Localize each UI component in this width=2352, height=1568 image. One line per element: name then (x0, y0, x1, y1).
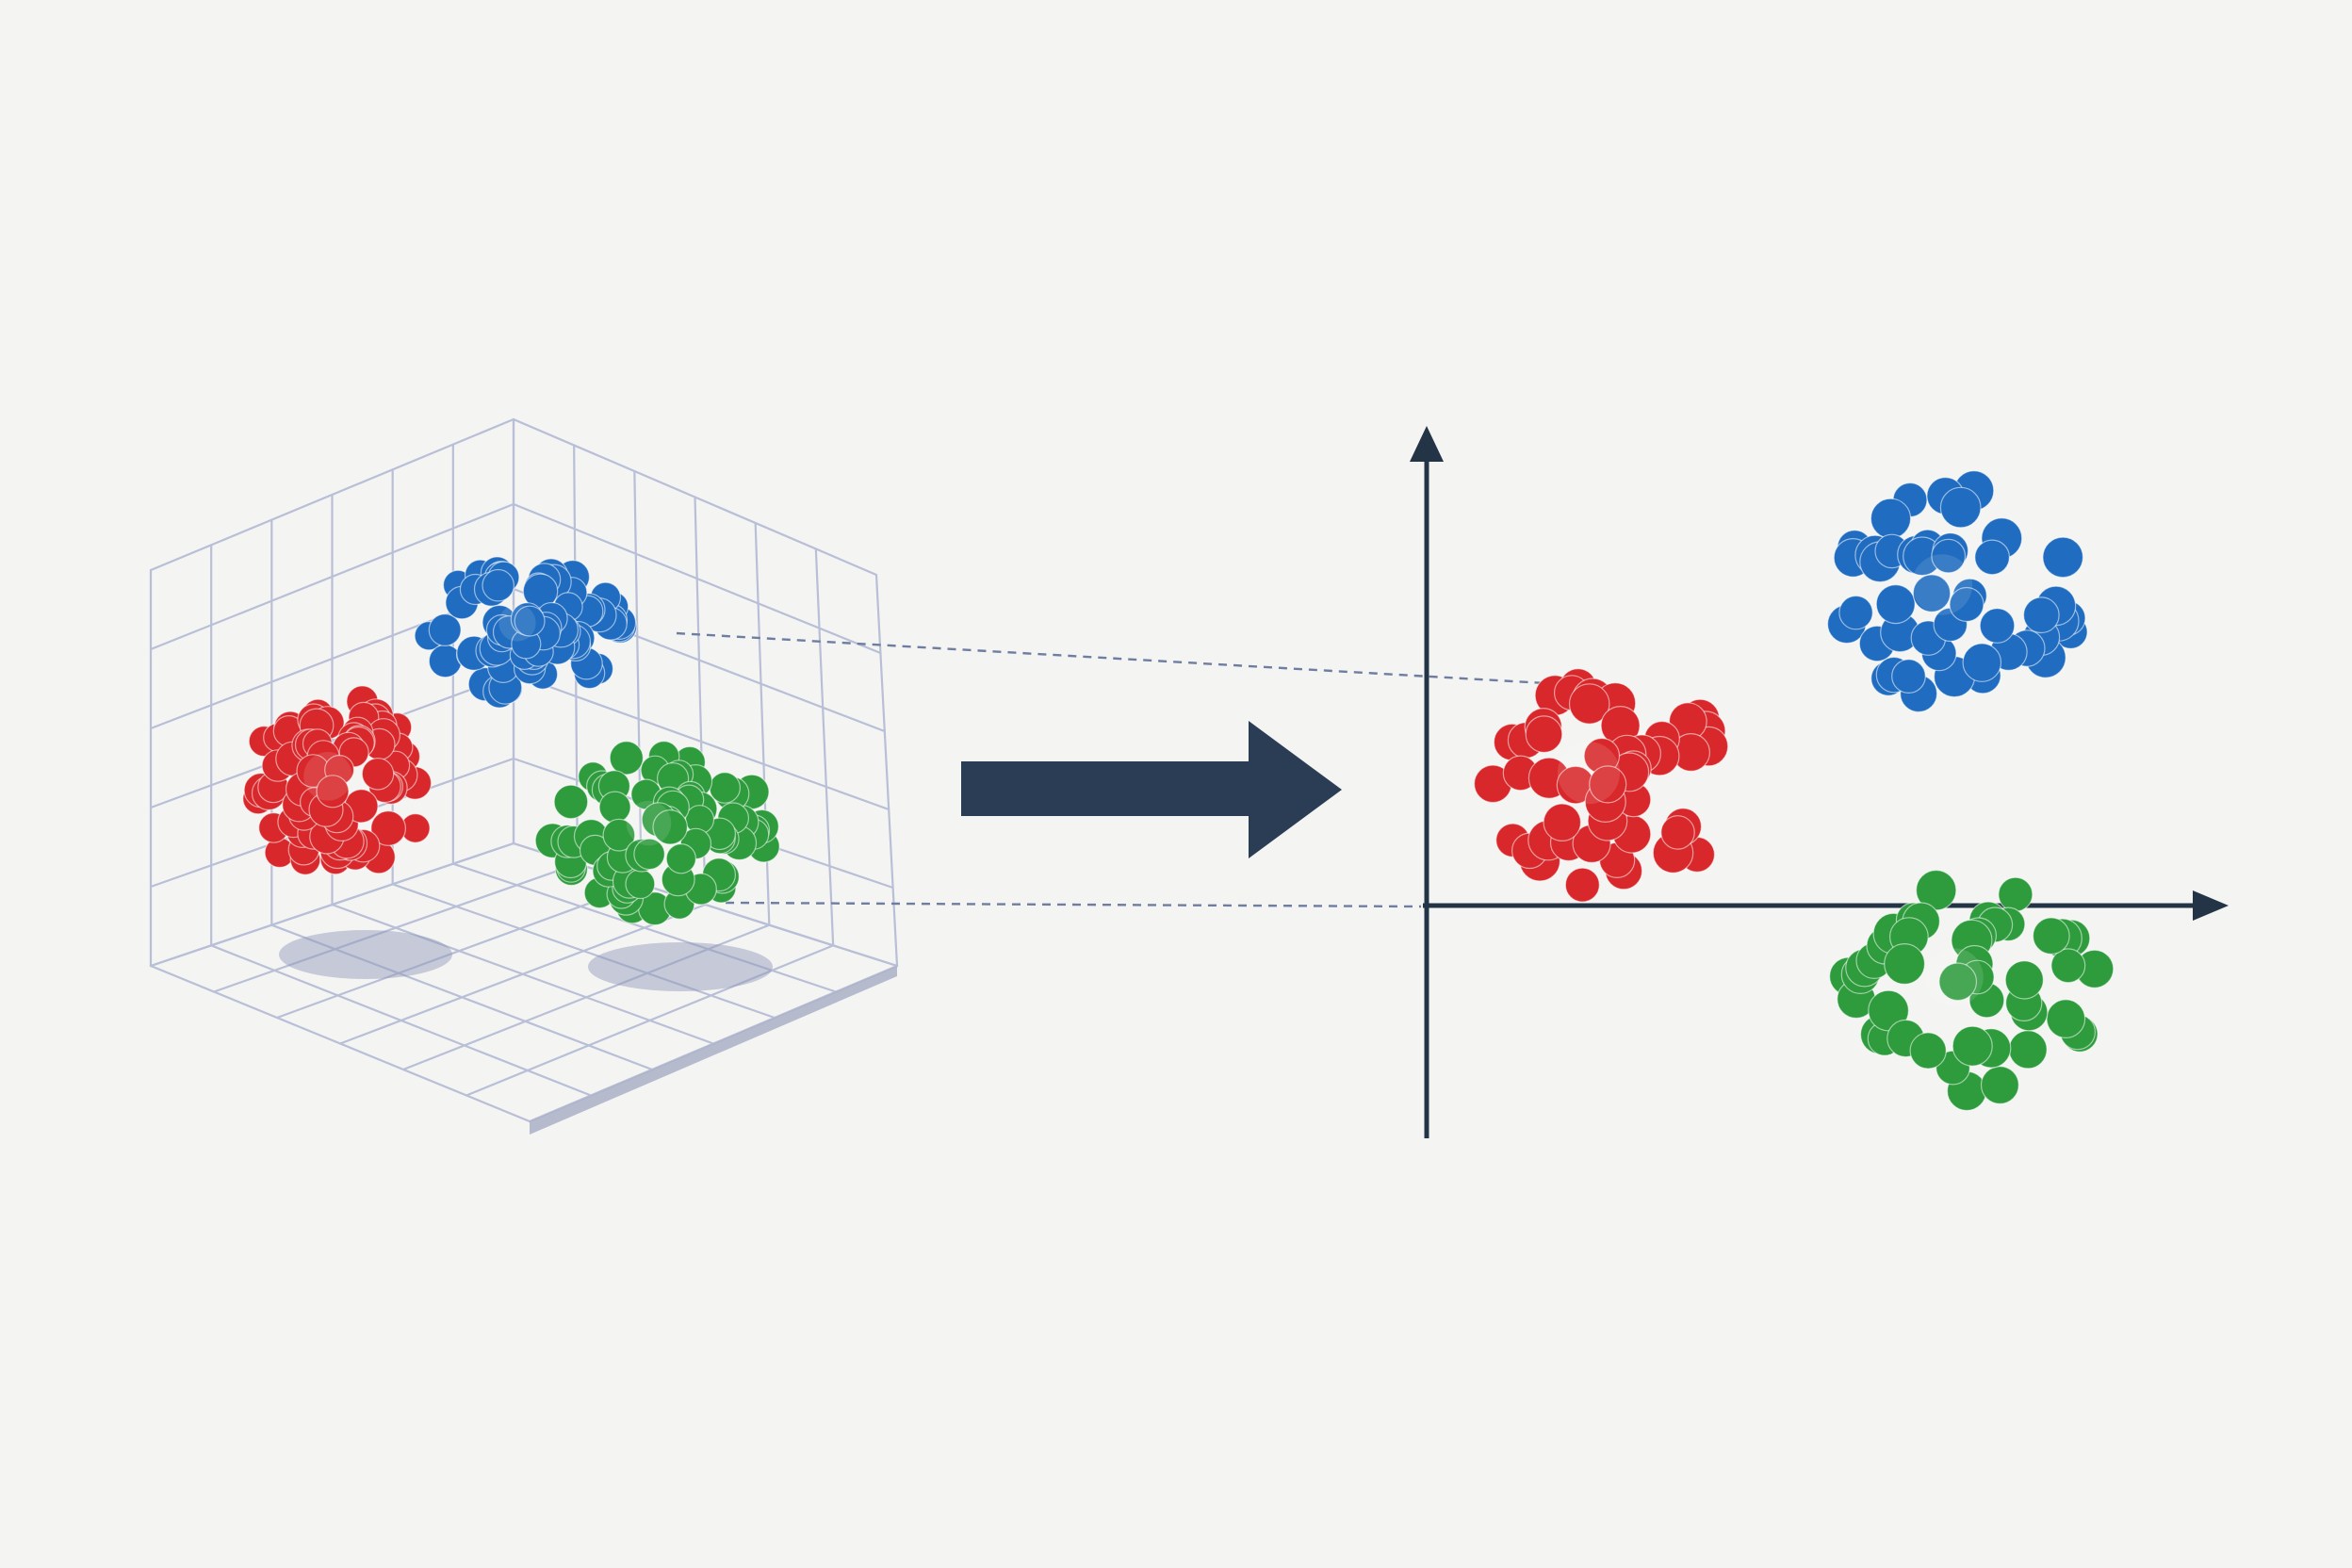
x-axis-arrowhead (2193, 890, 2229, 921)
blue-point (1949, 586, 1984, 623)
blue-point (1838, 595, 1873, 630)
green-point (665, 843, 697, 874)
blue-point (1962, 643, 2002, 682)
blue-point (1912, 574, 1952, 612)
grid-line (512, 672, 890, 811)
blue-point (1979, 608, 2016, 644)
blue-point (1875, 583, 1916, 625)
blue-point (1931, 538, 1967, 574)
blue-point (482, 568, 515, 602)
blue-point (428, 612, 462, 646)
green-point-highlight (1925, 948, 1984, 1006)
grid-line (149, 502, 515, 651)
2d-green-cluster (1828, 869, 2115, 1112)
green-point (598, 791, 631, 824)
2d-blue-cluster (1826, 470, 2088, 713)
red-point (1564, 867, 1600, 903)
green-point (2032, 917, 2070, 956)
green-point (1909, 1032, 1947, 1070)
floor-grid (149, 841, 899, 1123)
grid-line (149, 417, 515, 572)
3d-plot-box (149, 417, 899, 1135)
blue-point (2022, 596, 2060, 634)
3d-green-cluster (534, 740, 780, 926)
green-point (1884, 942, 1926, 985)
green-point (1938, 962, 1978, 1002)
green-point (633, 838, 665, 871)
grid-line (874, 573, 899, 968)
grid-line (465, 944, 835, 1097)
2d-red-cluster (1473, 668, 1729, 903)
grid-line (754, 521, 771, 926)
green-point (709, 772, 742, 804)
2d-plot-axes (1410, 426, 2229, 1138)
2d-clusters (1473, 470, 2115, 1112)
blue-point-highlight (498, 604, 536, 642)
left-wall-grid (149, 417, 515, 968)
red-point (1525, 715, 1563, 754)
red-cluster-shadow (279, 930, 452, 979)
grid-line (814, 547, 835, 947)
red-point (1543, 803, 1582, 842)
projection-guide-lower (725, 901, 1422, 908)
grid-line (512, 502, 882, 655)
red-point (370, 810, 407, 846)
grid-line (512, 417, 878, 577)
blue-point (1939, 486, 1982, 529)
green-point (2046, 999, 2086, 1038)
red-point-highlight (303, 752, 352, 801)
blue-point (1891, 659, 1926, 694)
red-point (1589, 765, 1627, 804)
y-axis-arrowhead (1410, 426, 1444, 462)
green-point (1980, 1065, 2019, 1104)
blue-point-highlight (1911, 554, 1973, 615)
green-point (625, 869, 656, 900)
green-point (1998, 876, 2034, 912)
green-point (2008, 1030, 2048, 1070)
grid-line (633, 469, 643, 886)
floor-front-edge (530, 966, 897, 1135)
red-point (316, 775, 350, 808)
red-point (361, 757, 395, 791)
green-point (609, 741, 645, 776)
blue-point (1870, 498, 1912, 540)
3d-red-cluster (242, 685, 433, 875)
blue-point (428, 644, 463, 678)
red-point (1660, 815, 1695, 850)
3d-blue-cluster (414, 556, 638, 709)
green-point-highlight (626, 800, 672, 846)
green-point (602, 818, 636, 852)
red-point (1568, 683, 1610, 725)
green-point (553, 784, 589, 820)
green-point (2004, 960, 2044, 1000)
right-arrow-icon (961, 721, 1342, 858)
projection-guide-upper (676, 631, 1546, 685)
green-point (2050, 948, 2086, 984)
green-cluster-shadow (588, 942, 773, 991)
green-point (652, 808, 689, 845)
green-point (1952, 1025, 1993, 1067)
blue-point (1974, 539, 2011, 576)
blue-point (514, 605, 546, 637)
blue-point (2042, 536, 2084, 579)
3d-clusters (242, 556, 780, 926)
red-point-highlight (1557, 742, 1621, 805)
